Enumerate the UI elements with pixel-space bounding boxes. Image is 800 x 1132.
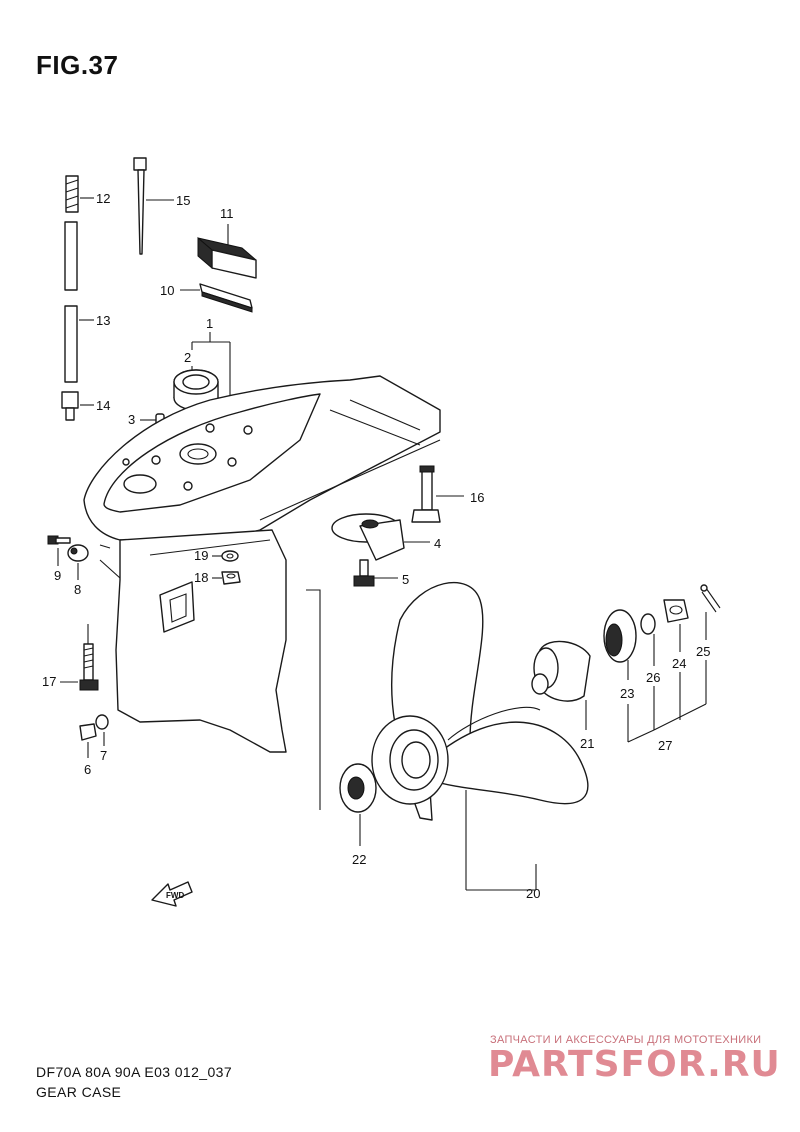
callout-3: 3: [128, 412, 135, 427]
callout-7: 7: [100, 748, 107, 763]
callout-4: 4: [434, 536, 441, 551]
callout-27: 27: [658, 738, 672, 753]
part-19-washer[interactable]: [221, 550, 239, 562]
callout-17: 17: [42, 674, 56, 689]
part-24-nut[interactable]: [663, 599, 689, 623]
part-16-bolt[interactable]: [411, 465, 441, 523]
callout-13: 13: [96, 313, 110, 328]
part-21-spacer[interactable]: [531, 640, 591, 702]
part-4-trim-tab[interactable]: [331, 513, 405, 561]
part-13-shift-rod[interactable]: [64, 221, 78, 383]
callout-26: 26: [646, 670, 660, 685]
part-2-bearing[interactable]: [173, 369, 219, 411]
callout-25: 25: [696, 644, 710, 659]
part-18-nut[interactable]: [221, 571, 241, 585]
part-5-bolt[interactable]: [353, 559, 375, 587]
part-9-bolt[interactable]: [47, 535, 71, 545]
callout-14: 14: [96, 398, 110, 413]
callout-19: 19: [194, 548, 208, 563]
callout-23: 23: [620, 686, 634, 701]
part-15-cable-tie[interactable]: [133, 157, 147, 255]
callout-6: 6: [84, 762, 91, 777]
fwd-label: FWD: [166, 891, 184, 900]
callout-24: 24: [672, 656, 686, 671]
part-8-spacer[interactable]: [67, 544, 89, 562]
callout-21: 21: [580, 736, 594, 751]
figure-title: FIG.37: [36, 50, 119, 80]
callout-1: 1: [206, 316, 213, 331]
part-25-cotter-pin[interactable]: [700, 584, 721, 613]
watermark-tagline: ЗАПЧАСТИ И АКСЕССУАРЫ ДЛЯ МОТОТЕХНИКИ: [490, 1034, 762, 1046]
callout-15: 15: [176, 193, 190, 208]
gear-case-housing[interactable]: [83, 375, 441, 810]
callout-22: 22: [352, 852, 366, 867]
part-10-plate[interactable]: [199, 283, 253, 313]
watermark-brand: PARTSFOR.RU: [488, 1044, 781, 1085]
callout-8: 8: [74, 582, 81, 597]
part-12-rod-end[interactable]: [65, 175, 79, 213]
part-22-thrust-washer[interactable]: [339, 763, 377, 813]
callout-2: 2: [184, 350, 191, 365]
part-20-propeller[interactable]: [371, 581, 589, 821]
callout-9: 9: [54, 568, 61, 583]
callout-10: 10: [160, 283, 174, 298]
part-14-fitting[interactable]: [61, 391, 79, 421]
callout-16: 16: [470, 490, 484, 505]
callout-12: 12: [96, 191, 110, 206]
callout-20: 20: [526, 886, 540, 901]
part-7-washer[interactable]: [95, 714, 109, 730]
part-17-bolt[interactable]: [79, 643, 99, 691]
assembly-name: GEAR CASE: [36, 1084, 122, 1100]
part-11-block[interactable]: [197, 236, 257, 279]
callout-5: 5: [402, 572, 409, 587]
part-23-washer[interactable]: [603, 609, 637, 663]
callout-18: 18: [194, 570, 208, 585]
forward-direction-arrow: FWD: [151, 881, 193, 907]
part-6-nut[interactable]: [79, 723, 97, 741]
callout-11: 11: [220, 206, 234, 221]
part-26-washer[interactable]: [640, 613, 656, 635]
model-code: DF70A 80A 90A E03 012_037: [36, 1064, 233, 1080]
